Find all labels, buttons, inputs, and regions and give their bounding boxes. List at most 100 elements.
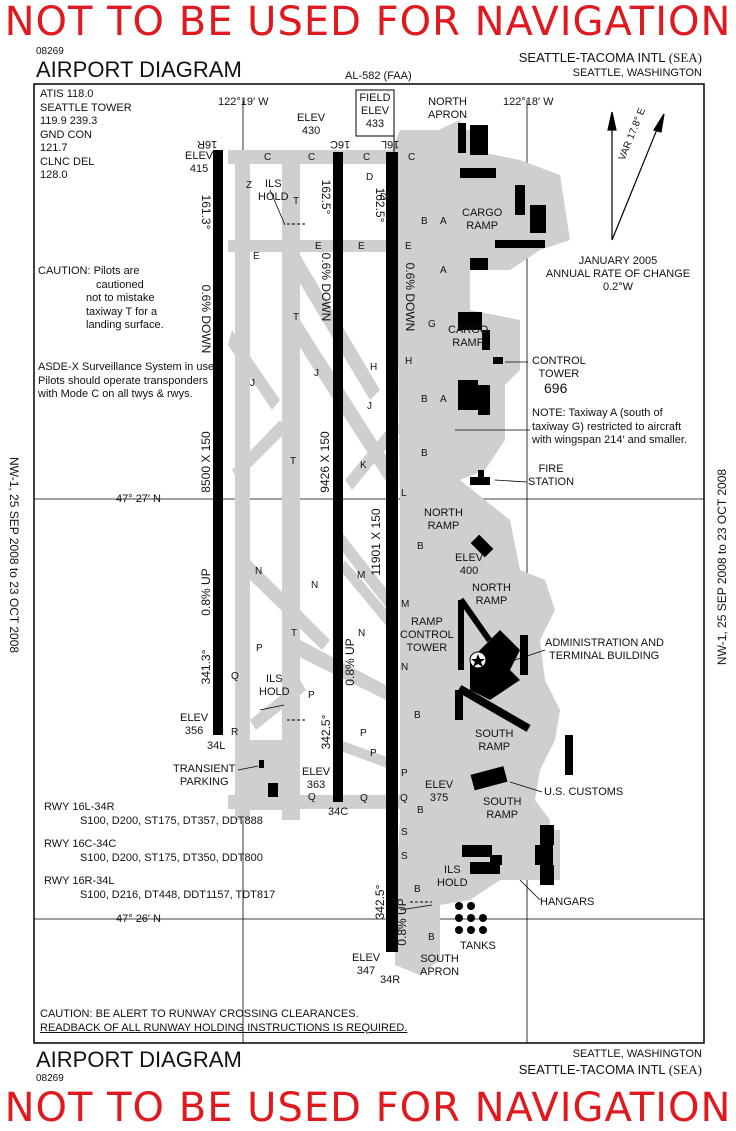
leader-lines [237,189,546,911]
taxiway-label: B [428,932,435,943]
taxiway-label: S [401,851,408,862]
runway-end-34l: 34L [207,740,226,752]
taxiway-label: P [360,728,367,739]
taxiway-label: C [264,152,272,163]
taxiway-label: Q [231,671,239,682]
caution-runway-crossing: CAUTION: BE ALERT TO RUNWAY CROSSING CLE… [40,1008,408,1034]
taxiway-label: J [314,368,319,379]
chart-id: 08269 [36,46,64,57]
chart-frame [33,83,705,1044]
taxiway-label: N [255,566,263,577]
navigation-warning-top: NOT TO BE USED FOR NAVIGATION [4,0,732,45]
taxiway-label: E [253,251,260,262]
runway-end-16c: 16C [330,138,351,150]
runway-16r-heading: 161.3° [199,194,213,230]
validity-right: NW-1, 25 SEP 2008 to 23 OCT 2008 [715,468,729,666]
frequency-list: ATIS 118.0 SEATTLE TOWER 119.9 239.3 GND… [40,88,132,181]
taxiway-label: B [414,884,421,895]
runway-16c-heading: 162.5° [319,179,333,215]
runway-34c-slope: 0.8% UP [343,638,357,686]
airport-city-header: SEATTLE, WASHINGTON [572,67,702,79]
taxiway-label: J [250,378,255,389]
taxiway-label: Q [400,793,408,804]
taxiway-label: C [308,152,316,163]
runway-end-34c: 34C [328,806,349,818]
caution-asdex: ASDE-X Surveillance System in use: Pilot… [38,361,218,400]
control-tower-height: 696 [544,380,568,396]
taxiway-label: B [421,448,428,459]
procedure-ref: AL-582 (FAA) [345,70,412,82]
runway-34r-slope: 0.8% UP [395,898,409,946]
taxiway-label: H [405,356,413,367]
taxiway-label: J [367,401,372,412]
note-taxiway-a: NOTE: Taxiway A (south of taxiway G) res… [532,407,687,446]
footer-title: AIRPORT DIAGRAM [36,1047,242,1072]
taxiway-label: M [357,570,366,581]
taxiway-label: B [417,541,424,552]
taxiway-label: A [440,216,447,227]
page-title: AIRPORT DIAGRAM [36,57,242,82]
taxiway-label: T [293,196,300,207]
taxiway-label: S [401,827,408,838]
taxiway-label: H [370,362,378,373]
runway-strengths: RWY 16L-34R S100, D200, ST175, DT357, DD… [44,801,276,901]
runway-34l-heading: 341.3° [199,649,213,685]
taxiway-label: N [311,580,319,591]
runway-16l-34r [386,152,398,952]
taxiway-label: C [408,152,416,163]
taxiway-label: G [428,319,436,330]
taxiway-label: P [370,748,377,759]
label-hangars: HANGARS [540,896,595,908]
taxiway-label: B [417,805,424,816]
taxiway-label: T [290,456,297,467]
airport-city-footer: SEATTLE, WASHINGTON [572,1048,702,1060]
runway-16l-slope: 0.6% DOWN [403,262,417,332]
taxiway-label: P [401,768,408,779]
airport-name-header: SEATTLE-TACOMA INTL (SEA) [518,50,702,65]
label-us-customs: U.S. CUSTOMS [544,786,624,798]
runway-16r-slope: 0.6% DOWN [199,284,213,354]
taxiway-label: A [440,265,447,276]
taxiway-label: Z [246,180,253,191]
buildings [259,123,573,885]
field-elev-box [355,89,395,137]
runway-16r-dims: 8500 X 150 [199,431,213,493]
runway-34l-slope: 0.8% UP [199,568,213,616]
taxiway-label: B [421,394,428,405]
navigation-warning-bottom: NOT TO BE USED FOR NAVIGATION [4,1085,732,1131]
taxiway-label: E [358,241,365,252]
runway-end-16r: 16R [197,138,218,150]
pavement-areas [228,120,570,975]
taxiway-label: E [405,241,412,252]
taxiway-label: R [231,727,239,738]
hold-lines [287,223,432,903]
airport-name-footer: SEATTLE-TACOMA INTL (SEA) [518,1062,702,1077]
fuel-tanks [455,902,487,934]
taxiway-label: T [291,628,298,639]
validity-left: NW-1, 25 SEP 2008 to 23 OCT 2008 [7,456,21,654]
runway-34c-heading: 342.5° [319,714,333,750]
taxiway-label: P [256,643,263,654]
taxiway-label: Q [308,792,316,803]
runway-16r-34l [213,150,223,735]
taxiway-label: Q [360,793,368,804]
taxiway-label: D [380,192,388,203]
label-tanks: TANKS [460,940,496,952]
